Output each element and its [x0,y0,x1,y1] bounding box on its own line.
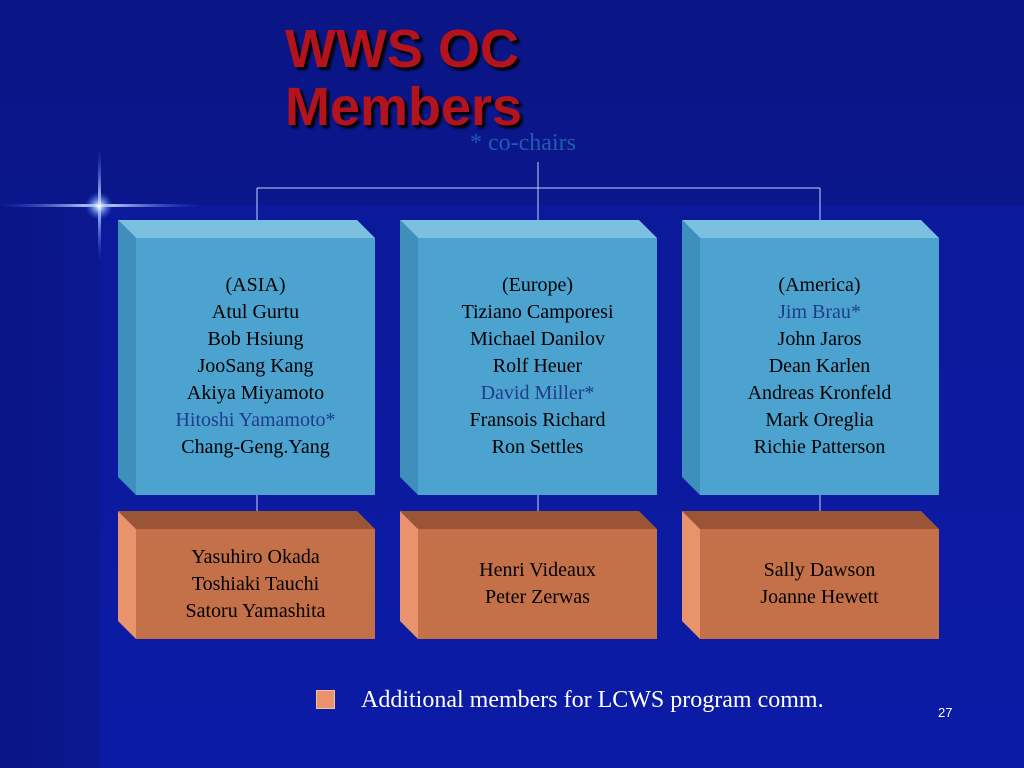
group-box-asia: (ASIA) Atul Gurtu Bob Hsiung JooSang Kan… [118,220,375,495]
member-name: Rolf Heuer [492,355,583,377]
legend-swatch [316,690,335,709]
box-bevel [400,511,657,639]
cochair-member-name: Hitoshi Yamamoto* [175,409,336,431]
member-name: Richie Patterson [753,436,886,458]
title-line-2: Members [285,77,523,137]
cochair-member-name: David Miller* [480,382,595,404]
additional-member-name: Peter Zerwas [485,586,590,608]
sparkle-star-decoration [0,150,200,260]
member-name: Mark Oreglia [765,409,874,431]
member-name: Akiya Miyamoto [186,382,325,404]
group-region-label: (ASIA) [225,274,286,296]
slide-title: WWS OC Members [285,20,522,136]
member-name: Bob Hsiung [207,328,304,350]
legend-label: Additional members for LCWS program comm… [361,687,824,713]
box-bevel [682,511,939,639]
group-region-label: (Europe) [501,274,574,296]
group-box-europe: (Europe) Tiziano Camporesi Michael Danil… [400,220,657,495]
box-bevel [400,220,657,495]
member-name: JooSang Kang [197,355,314,377]
member-name: John Jaros [777,328,862,350]
member-name: Andreas Kronfeld [747,382,892,404]
member-name: Michael Danilov [470,328,605,350]
title-line-1: WWS OC [285,19,519,79]
additional-member-name: Toshiaki Tauchi [191,572,320,595]
additional-box-asia: Yasuhiro Okada Toshiaki Tauchi Satoru Ya… [118,511,375,639]
additional-box-america: Sally Dawson Joanne Hewett [682,511,939,639]
member-name: Chang-Geng.Yang [181,436,330,458]
additional-box-europe: Henri Videaux Peter Zerwas [400,511,657,639]
background-left [0,205,100,768]
additional-member-name: Yasuhiro Okada [191,545,320,568]
additional-member-name: Satoru Yamashita [185,599,326,622]
group-box-america: (America) Jim Brau* John Jaros Dean Karl… [682,220,939,495]
additional-member-name: Sally Dawson [763,559,876,581]
cochairs-note: * co-chairs [470,130,576,156]
member-name: Tiziano Camporesi [461,301,614,323]
box-bevel [682,220,939,495]
member-name: Atul Gurtu [211,301,300,323]
additional-member-name: Joanne Hewett [760,586,879,608]
page-number: 27 [938,705,953,720]
member-name: Dean Karlen [768,355,871,377]
additional-member-name: Henri Videaux [479,559,596,581]
group-region-label: (America) [778,274,861,296]
box-bevel [118,511,375,639]
member-name: Ron Settles [491,436,584,458]
background-top [0,0,1024,205]
member-name: Fransois Richard [469,409,606,431]
cochair-member-name: Jim Brau* [778,301,861,323]
box-bevel [118,220,375,495]
